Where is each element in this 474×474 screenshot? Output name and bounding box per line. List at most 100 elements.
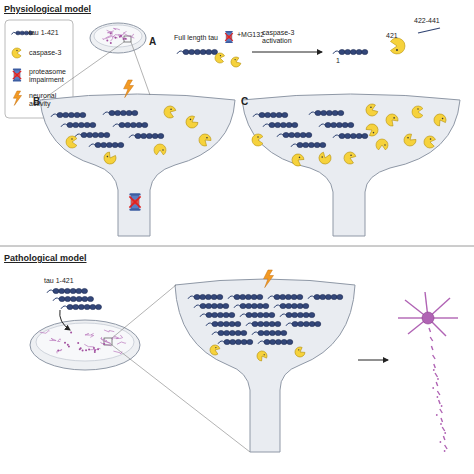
petri-dish	[30, 320, 140, 370]
tau-bead	[230, 339, 236, 344]
caspase-3-eye	[215, 347, 217, 349]
tau-bead	[88, 296, 94, 301]
neurite	[107, 30, 114, 33]
tau-bead	[200, 294, 206, 299]
caspase-3-eye	[257, 136, 259, 138]
tau-bead	[78, 304, 84, 309]
tau-bead	[326, 110, 332, 115]
tau-bead	[275, 321, 281, 326]
tau-chain	[129, 133, 164, 138]
tau-bead	[308, 142, 314, 147]
tau-bead	[212, 321, 218, 326]
tau-bead	[211, 294, 217, 299]
tau-bead	[183, 49, 189, 54]
tau-bead	[251, 303, 257, 308]
caspase-3-eye	[396, 49, 398, 51]
neuron-soma	[68, 345, 70, 347]
tau-bead	[362, 133, 368, 138]
caspase-3-body	[102, 151, 118, 166]
neuron-soma	[110, 42, 112, 44]
annotation: tau 1-421	[44, 277, 74, 285]
neurite	[104, 330, 114, 332]
caspase-3-icon	[252, 134, 263, 146]
tau-bead	[306, 132, 312, 137]
neuron-soma	[422, 312, 434, 324]
tau-bead	[73, 304, 79, 309]
caspase-3-icon	[384, 112, 400, 128]
tau-bead	[229, 321, 235, 326]
caspase-3-icon	[376, 139, 388, 150]
tau-bead	[263, 321, 269, 326]
tau-bead	[331, 122, 337, 127]
tau-bead	[274, 294, 280, 299]
tau-bead	[350, 133, 356, 138]
caspase-3-eye	[298, 349, 300, 351]
tau-bead	[258, 330, 264, 335]
axon-fragment	[439, 400, 441, 404]
impairment-cross	[129, 196, 140, 207]
caspase-3-eye	[350, 154, 352, 156]
tau-bead	[80, 112, 86, 117]
tau-bead	[206, 312, 212, 317]
tau-bead	[223, 312, 229, 317]
neuronal-activity-bolt	[124, 80, 134, 98]
impairment-cross	[225, 33, 233, 41]
neurite	[57, 350, 62, 354]
neurite	[106, 36, 118, 38]
tau-bead	[325, 294, 331, 299]
tau-bead	[223, 321, 229, 326]
tau-chain	[51, 112, 86, 117]
axon-fragment	[433, 355, 436, 359]
process-arrow	[358, 360, 388, 361]
caspase-3-body	[432, 112, 448, 127]
tau-bead	[315, 110, 321, 115]
cultured-neurons	[103, 28, 135, 44]
tau-bead	[300, 132, 306, 137]
tau-bead	[303, 312, 309, 317]
axon-fragment	[437, 391, 440, 395]
neurite	[112, 338, 118, 340]
caspase-3-eye	[298, 156, 300, 158]
tau-chain	[103, 110, 138, 115]
neuron-soma	[123, 38, 125, 40]
caspase-3-body	[390, 38, 405, 54]
tau-bead	[235, 330, 241, 335]
tau-bead	[321, 110, 327, 115]
axon-debris	[436, 414, 438, 416]
tau-chain	[286, 321, 321, 326]
neurite	[113, 351, 122, 354]
tau-bead	[67, 122, 73, 127]
tau-bead	[109, 110, 115, 115]
tau-bead	[275, 330, 281, 335]
tau-bead	[217, 303, 223, 308]
neuron-soma	[70, 332, 72, 334]
neuron-soma	[110, 33, 112, 35]
tau-bead	[287, 339, 293, 344]
annotation: Full length tau	[174, 34, 218, 42]
axon-debris	[440, 423, 442, 425]
caspase-3-eye	[234, 59, 236, 61]
tau-bead	[87, 132, 93, 137]
tau-bead	[269, 312, 275, 317]
tau-chain	[218, 339, 253, 344]
tau-bead	[200, 303, 206, 308]
tau-bead	[217, 312, 223, 317]
tau-bead	[297, 312, 303, 317]
tau-bead	[76, 296, 82, 301]
neuron-soma	[93, 347, 95, 349]
caspase-3-eye	[189, 118, 191, 120]
tau-bead	[252, 321, 258, 326]
tau-bead	[345, 49, 351, 54]
tau-bead	[281, 339, 287, 344]
impairment-cross	[129, 196, 140, 207]
tau-bead	[206, 49, 212, 54]
tau-bead	[362, 49, 368, 54]
tau-bead	[263, 312, 269, 317]
proteasome-icon	[129, 193, 140, 211]
tau-bead	[141, 133, 147, 138]
tau-bead	[257, 312, 263, 317]
tau-bead	[297, 294, 303, 299]
tau-bead	[234, 294, 240, 299]
caspase-3-body	[255, 349, 268, 362]
caspase-3-body	[412, 106, 423, 118]
